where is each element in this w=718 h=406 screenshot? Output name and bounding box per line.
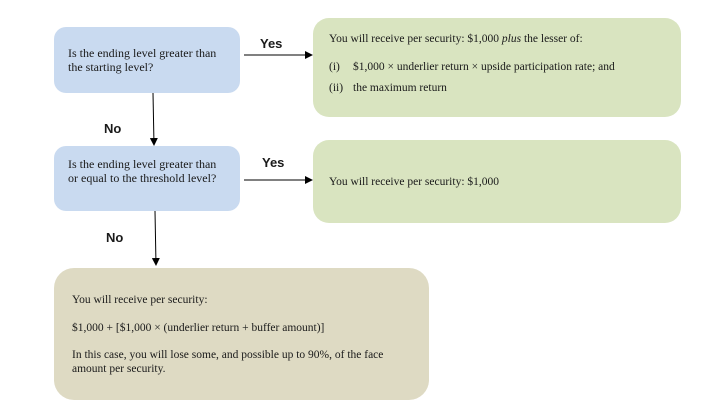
outcome-box-par: You will receive per security: $1,000 xyxy=(313,140,681,223)
arrow-q1-no xyxy=(149,92,158,146)
outcome-note: In this case, you will lose some, and po… xyxy=(72,349,384,375)
outcome-formula: $1,000 + [$1,000 × (underlier return + b… xyxy=(72,322,325,334)
no-label: No xyxy=(106,230,124,245)
outcome-text: You will receive per security: $1,000 xyxy=(329,176,500,188)
yes-label: Yes xyxy=(260,36,283,51)
yes-label: Yes xyxy=(262,155,285,170)
no-label: No xyxy=(104,121,122,136)
question-text: Is the ending level greater than the sta… xyxy=(68,46,217,74)
question-box-threshold-level: Is the ending level greater than or equa… xyxy=(54,146,240,211)
outcome-item: (ii)the maximum return xyxy=(329,82,447,94)
outcome-intro: You will receive per security: xyxy=(72,294,208,306)
outcome-intro: You will receive per security: $1,000 pl… xyxy=(329,33,583,45)
outcome-box-upside: You will receive per security: $1,000 pl… xyxy=(313,18,681,117)
outcome-item: (i)$1,000 × underlier return × upside pa… xyxy=(329,61,615,73)
outcome-box-loss: You will receive per security: $1,000 + … xyxy=(54,268,429,400)
question-text: Is the ending level greater than or equa… xyxy=(68,157,217,185)
arrow-q2-no xyxy=(151,210,160,266)
question-box-starting-level: Is the ending level greater than the sta… xyxy=(54,27,240,93)
